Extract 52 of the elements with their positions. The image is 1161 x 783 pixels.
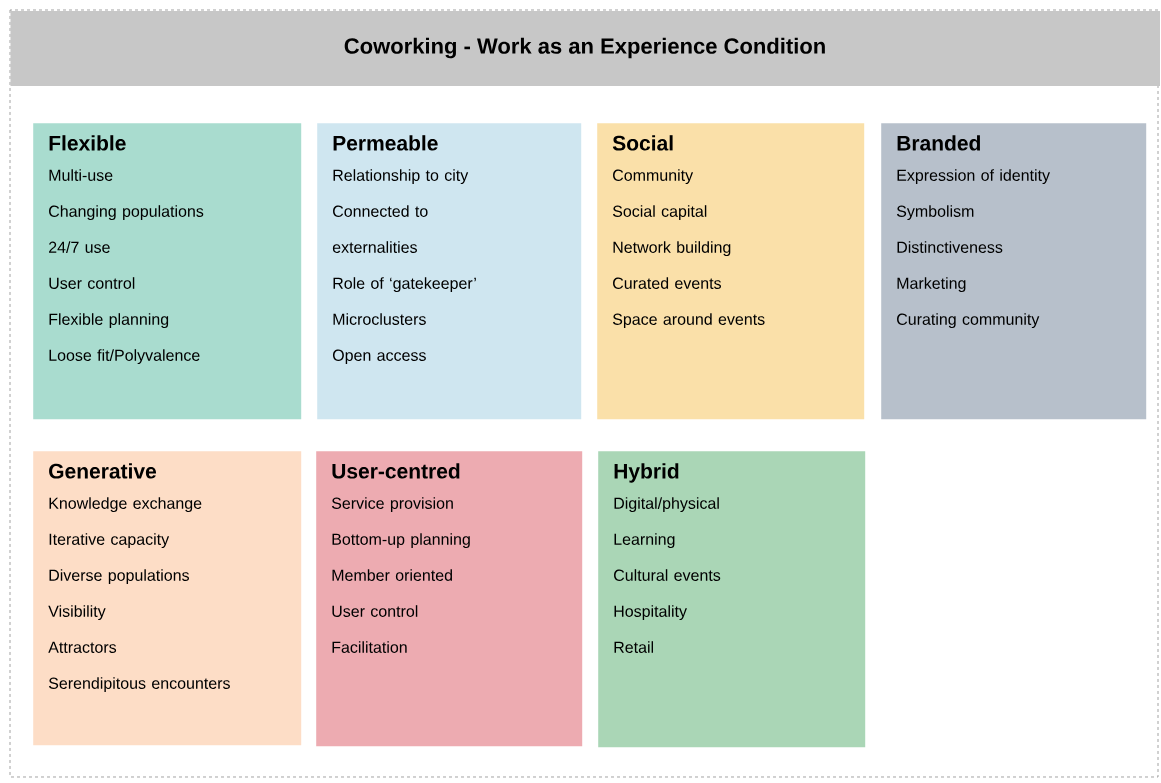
list-item: Attractors	[48, 641, 117, 653]
list-item: Hospitality	[614, 605, 687, 621]
card	[881, 123, 1147, 420]
list-item: Microclusters	[333, 313, 426, 325]
list-item: Community	[613, 169, 694, 185]
list-item: Cultural events	[614, 569, 721, 581]
list-item: Expression of identity	[897, 169, 1050, 185]
list-item: Digital/physical	[614, 497, 719, 513]
list-item: Marketing	[897, 277, 966, 293]
list-item: Bottom-up planning	[332, 533, 470, 549]
list-item: User control	[332, 605, 418, 617]
list-item: Symbolism	[896, 205, 974, 221]
card	[317, 123, 582, 420]
card-heading: User-centred	[332, 463, 460, 479]
list-item: Learning	[614, 533, 675, 549]
list-item: Diverse populations	[49, 569, 189, 585]
list-item: Space around events	[612, 313, 765, 329]
list-item: Relationship to city	[333, 169, 469, 185]
card	[316, 451, 583, 747]
card-heading: Permeable	[333, 135, 438, 151]
list-item: Knowledge exchange	[49, 497, 202, 513]
list-item: Curated events	[613, 277, 721, 289]
list-item: 24/7 use	[49, 241, 110, 253]
list-item: Distinctiveness	[897, 241, 1003, 253]
list-item: Social capital	[612, 205, 707, 221]
card	[597, 123, 865, 420]
list-item: Role of ‘gatekeeper’	[333, 277, 476, 293]
title: Coworking - Work as an Experience Condition	[344, 37, 825, 59]
list-item: Iterative capacity	[49, 533, 170, 549]
list-item: Member oriented	[332, 569, 452, 581]
card	[33, 451, 302, 746]
list-item: Facilitation	[332, 641, 407, 653]
list-item: Open access	[332, 349, 426, 365]
list-item: Retail	[614, 641, 654, 653]
card-heading: Hybrid	[614, 463, 679, 483]
list-item: Network building	[613, 241, 731, 257]
card	[598, 451, 866, 748]
list-item: Connected to externalities	[332, 205, 428, 253]
list-item: Serendipitous encounters	[48, 677, 230, 693]
list-item: User control	[49, 277, 135, 289]
list-item: Curating community	[897, 313, 1040, 329]
card-heading: Generative	[49, 463, 157, 479]
list-item: Multi-use	[49, 169, 113, 181]
card-heading: Flexible	[49, 135, 126, 151]
list-item: Changing populations	[49, 205, 204, 221]
card-heading: Social	[612, 135, 673, 151]
list-item: Loose fit/Polyvalence	[49, 349, 200, 365]
card-heading: Branded	[897, 135, 980, 151]
list-item: Service provision	[331, 497, 453, 513]
list-item: Flexible planning	[49, 313, 169, 329]
list-item: Visibility	[48, 605, 106, 621]
card	[33, 123, 302, 420]
